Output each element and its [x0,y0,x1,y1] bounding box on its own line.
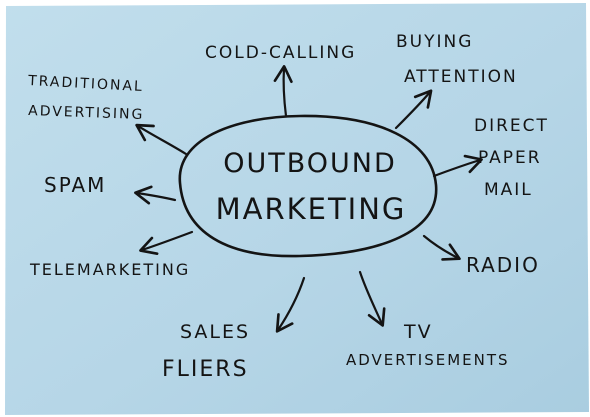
label-radio: RADIO [466,253,540,277]
arrow-sales-fliers [275,276,306,333]
label-advertisements: ADVERTISEMENTS [346,351,510,369]
arrow-buying-attention [394,89,433,130]
label-direct: DIRECT [474,116,549,136]
center-label-line1: OUTBOUND [223,148,397,179]
paper-sheet [5,3,589,415]
label-telemarketing: TELEMARKETING [29,260,190,279]
arrow-spam [134,185,177,205]
arrow-telemarketing [139,230,194,255]
center-oval [178,114,438,258]
label-fliers: FLIERS [162,357,249,382]
arrow-direct-paper-mail [432,154,483,178]
label-cold-calling: COLD-CALLING [205,43,356,63]
label-spam: SPAM [44,173,106,197]
label-attention: ATTENTION [404,67,518,87]
arrow-cold-calling [273,65,293,118]
label-paper: PAPER [478,148,542,168]
label-mail: MAIL [484,180,533,200]
arrow-radio [422,234,461,261]
label-traditional: TRADITIONAL [27,73,144,95]
label-buying: BUYING [396,32,473,52]
center-label-line2: MARKETING [216,192,407,226]
label-advertising: ADVERTISING [28,103,145,123]
label-sales: SALES [180,321,250,343]
arrow-traditional-advertising [135,123,188,156]
arrow-tv-advertisements [358,270,386,327]
label-tv: TV [403,321,433,343]
